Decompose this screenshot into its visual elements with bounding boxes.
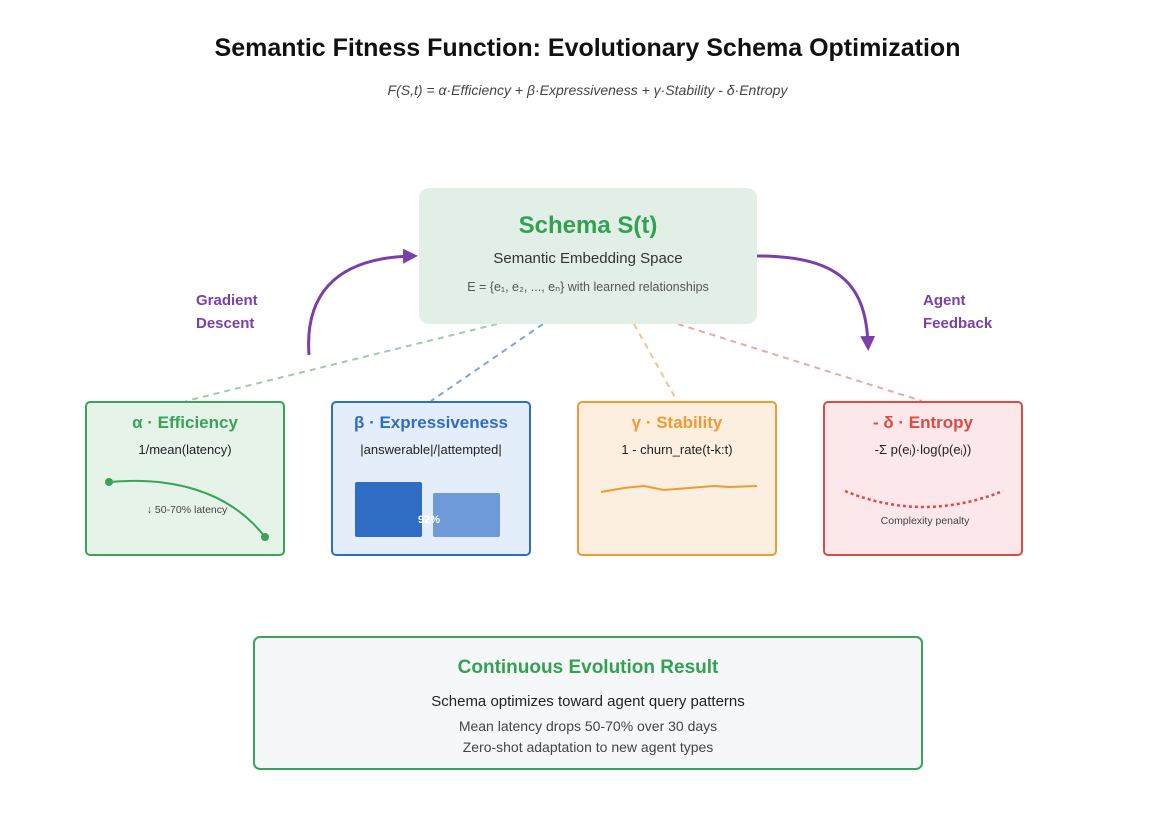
attempted-bar [433,493,500,537]
gradient-descent-line1: Gradient [196,292,258,309]
schema-formula: E = {e₁, e₂, ..., eₙ} with learned relat… [467,280,709,294]
stability-formula: 1 - churn_rate(t-k:t) [621,442,733,457]
expressiveness-card: β · Expressiveness |answerable|/|attempt… [331,401,531,556]
entropy-penalty-curve [844,489,1004,509]
entropy-formula: -Σ p(eᵢ)·log(p(eᵢ)) [874,442,972,457]
expressiveness-percent: 92% [418,514,441,526]
gradient-descent-label: Gradient Descent [196,289,258,335]
result-title: Continuous Evolution Result [457,657,719,678]
curve-start-point [105,478,113,486]
answerable-bar [355,482,422,537]
result-line-latency: Mean latency drops 50-70% over 30 days [458,718,718,734]
stability-title: γ · Stability [631,413,723,432]
efficiency-latency-curve [105,478,269,541]
schema-title: Schema S(t) [518,212,658,239]
result-line-adaptation: Zero-shot adaptation to new agent types [462,739,714,755]
agent-feedback-line1: Agent [923,292,966,309]
efficiency-card: α · Efficiency 1/mean(latency) ↓ 50-70% … [85,401,285,556]
expressiveness-formula: |answerable|/|attempted| [360,442,502,457]
schema-box: Schema S(t) Semantic Embedding Space E =… [419,188,757,324]
entropy-card: - δ · Entropy -Σ p(eᵢ)·log(p(eᵢ)) Comple… [823,401,1023,556]
agent-feedback-label: Agent Feedback [923,289,992,335]
curve-end-point [261,533,269,541]
stability-sparkline [600,484,758,493]
gradient-descent-line2: Descent [196,315,255,332]
result-box: Continuous Evolution Result Schema optim… [253,636,923,770]
agent-feedback-arrow [756,254,876,351]
gradient-descent-arrow [307,248,418,356]
diagram-title: Semantic Fitness Function: Evolutionary … [214,34,961,62]
efficiency-title: α · Efficiency [132,413,238,432]
entropy-title: - δ · Entropy [872,413,974,432]
schema-subtitle: Semantic Embedding Space [493,250,683,267]
fitness-formula: F(S,t) = α·Efficiency + β·Expressiveness… [387,82,788,98]
efficiency-formula: 1/mean(latency) [138,442,232,457]
connector-expressiveness [430,323,544,402]
connector-stability [633,323,678,402]
entropy-note: Complexity penalty [880,515,970,527]
agent-feedback-line2: Feedback [923,315,993,332]
connector-efficiency [185,323,498,402]
efficiency-note: ↓ 50-70% latency [146,504,228,516]
result-subtitle: Schema optimizes toward agent query patt… [431,693,745,710]
stability-card: γ · Stability 1 - churn_rate(t-k:t) [577,401,777,556]
expressiveness-title: β · Expressiveness [353,413,509,432]
connector-entropy [677,323,923,402]
